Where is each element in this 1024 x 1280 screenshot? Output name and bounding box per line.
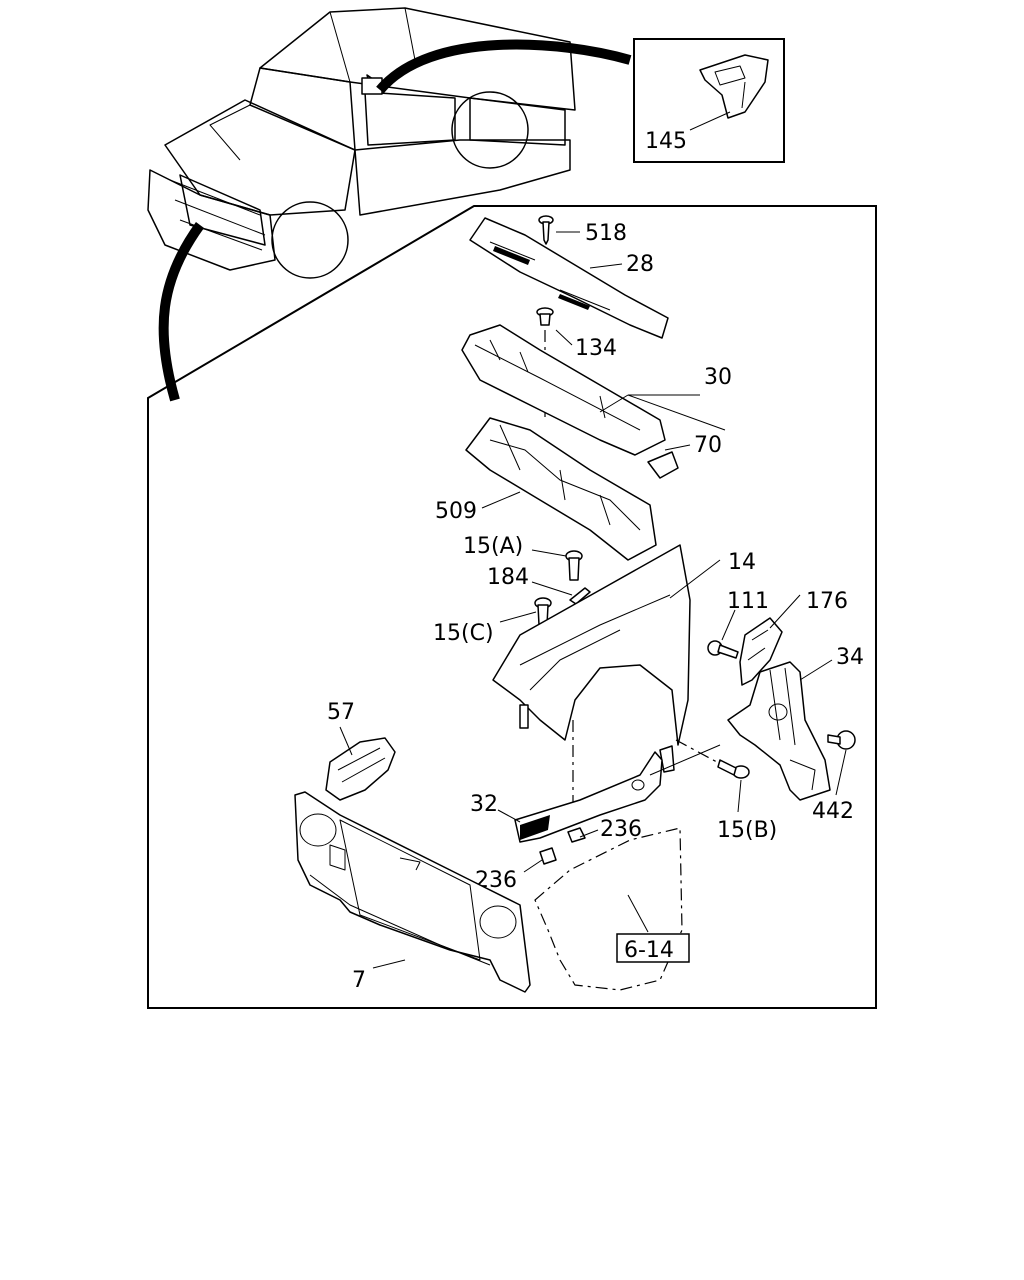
callout-442: 442 (812, 799, 854, 824)
truck-overview-drawing (147, 7, 576, 279)
clip-236-lower (539, 847, 557, 865)
callout-34: 34 (836, 645, 864, 670)
reference-box (616, 933, 690, 963)
callout-509: 509 (435, 499, 477, 524)
callout-32: 32 (470, 792, 498, 817)
fender-reference-outline (534, 827, 683, 991)
front-fender-14 (492, 544, 691, 773)
leader-arrow-main (158, 222, 205, 402)
part-145-drawing (699, 54, 769, 119)
reference-label: 6-14 (624, 938, 674, 963)
callout-145: 145 (645, 129, 687, 154)
callout-15b: 15(B) (717, 818, 777, 843)
callout-518: 518 (585, 221, 627, 246)
bracket-176 (739, 617, 783, 686)
callout-15c: 15(C) (433, 621, 494, 646)
bolt-15c (534, 597, 552, 626)
callout-7: 7 (352, 968, 366, 993)
bracket-70 (647, 451, 679, 479)
clip-236-upper (567, 827, 586, 843)
callout-57: 57 (327, 700, 355, 725)
bracket-57 (325, 737, 396, 801)
bolt-15a (565, 550, 583, 581)
callout-176: 176 (806, 589, 848, 614)
radiator-support-7 (294, 791, 531, 993)
leader-arrow-inset (376, 39, 632, 94)
bolt-111 (707, 640, 739, 659)
main-frame (147, 205, 877, 1009)
callout-30: 30 (704, 365, 732, 390)
clip-184 (569, 587, 591, 605)
screw-518 (538, 215, 554, 245)
callout-184: 184 (487, 565, 529, 590)
cowl-panel-30 (461, 324, 666, 456)
callout-134: 134 (575, 336, 617, 361)
callout-111: 111 (727, 589, 769, 614)
lower-panel-32 (514, 751, 663, 843)
callout-70: 70 (694, 433, 722, 458)
callout-236-upper: 236 (600, 817, 642, 842)
cowl-top-panel-28 (469, 217, 669, 339)
callout-15a: 15(A) (463, 534, 523, 559)
inset-frame (633, 38, 785, 163)
lower-cowl-509 (465, 417, 657, 561)
callout-28: 28 (626, 252, 654, 277)
bolt-442 (827, 730, 856, 750)
callout-14: 14 (728, 550, 756, 575)
clip-134 (536, 307, 554, 326)
bolt-15b (717, 759, 750, 779)
